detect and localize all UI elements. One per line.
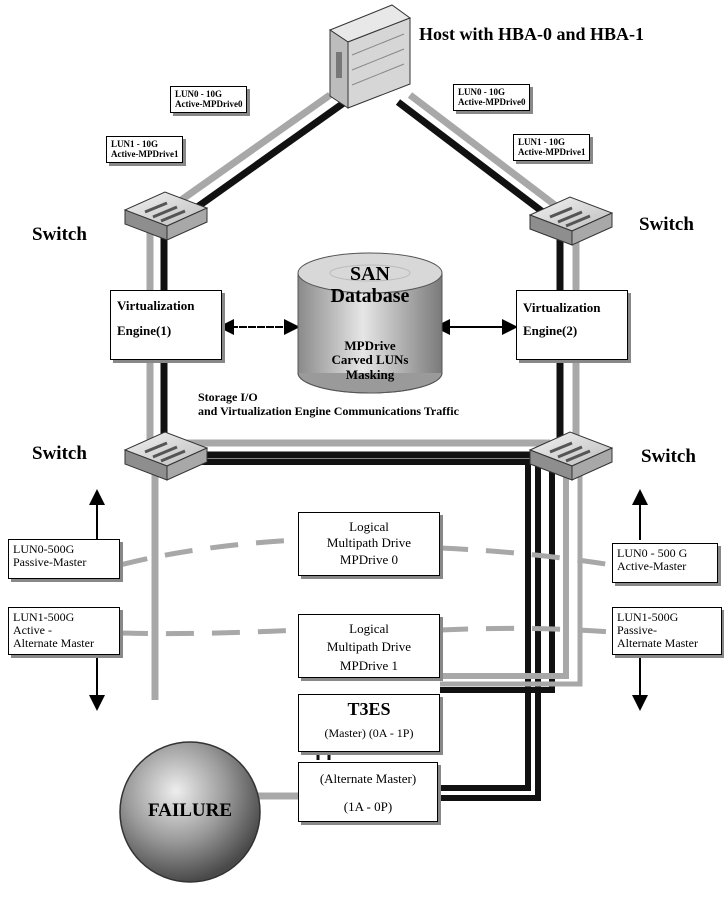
path-label-left-lun1: LUN1 - 10G Active-MPDrive1: [106, 136, 184, 163]
switch-label-bottom-left: Switch: [32, 443, 87, 464]
switch-label-bottom-right: Switch: [641, 446, 696, 467]
host-label: Host with HBA-0 and HBA-1: [419, 24, 645, 44]
t3es-master-box: T3ES (Master) (0A - 1P): [298, 694, 440, 752]
host-server-icon: [328, 4, 412, 109]
right-lun1-box: LUN1-500G Passive- Alternate Master: [612, 607, 722, 655]
interswitch-cables: [175, 439, 550, 459]
san-database-details: MPDrive Carved LUNs Masking: [331, 338, 409, 382]
lun-dashed-lines: [119, 537, 613, 637]
switch-label-top-right: Switch: [639, 214, 694, 235]
logical-mpdrive-0: Logical Multipath Drive MPDrive 0: [298, 512, 440, 576]
san-database-title: SAN Database: [330, 263, 410, 307]
san-database-icon: [297, 252, 443, 394]
switch-icon-bottom-right: [528, 431, 614, 481]
left-lun0-box: LUN0-500G Passive-Master: [8, 539, 120, 579]
side-arrows: [89, 489, 648, 711]
switch-icon-bottom-left: [123, 431, 209, 481]
alternate-master-box: (Alternate Master) (1A - 0P): [298, 762, 438, 822]
switch-icon-top-right: [528, 196, 614, 246]
failure-label: FAILURE: [147, 800, 233, 821]
traffic-label: Storage I/O and Virtualization Engine Co…: [198, 390, 459, 418]
right-lun0-box: LUN0 - 500 G Active-Master: [612, 543, 718, 583]
switch-icon-top-left: [123, 191, 209, 241]
path-label-left-lun0: LUN0 - 10G Active-MPDrive0: [170, 86, 248, 113]
host-cables: [157, 92, 571, 228]
logical-mpdrive-1: Logical Multipath Drive MPDrive 1: [298, 614, 440, 678]
left-lun1-box: LUN1-500G Active - Alternate Master: [8, 607, 120, 655]
failure-cables: [151, 465, 298, 800]
path-label-right-lun0: LUN0 - 10G Active-MPDrive0: [453, 84, 531, 111]
storage-cables: [200, 459, 583, 801]
failure-sphere-icon: [119, 741, 261, 883]
virtualization-engine-2: Virtualization Engine(2): [516, 290, 628, 360]
path-label-right-lun1: LUN1 - 10G Active-MPDrive1: [513, 134, 591, 161]
switch-label-top-left: Switch: [32, 224, 87, 245]
virtualization-engine-1: Virtualization Engine(1): [110, 290, 222, 360]
